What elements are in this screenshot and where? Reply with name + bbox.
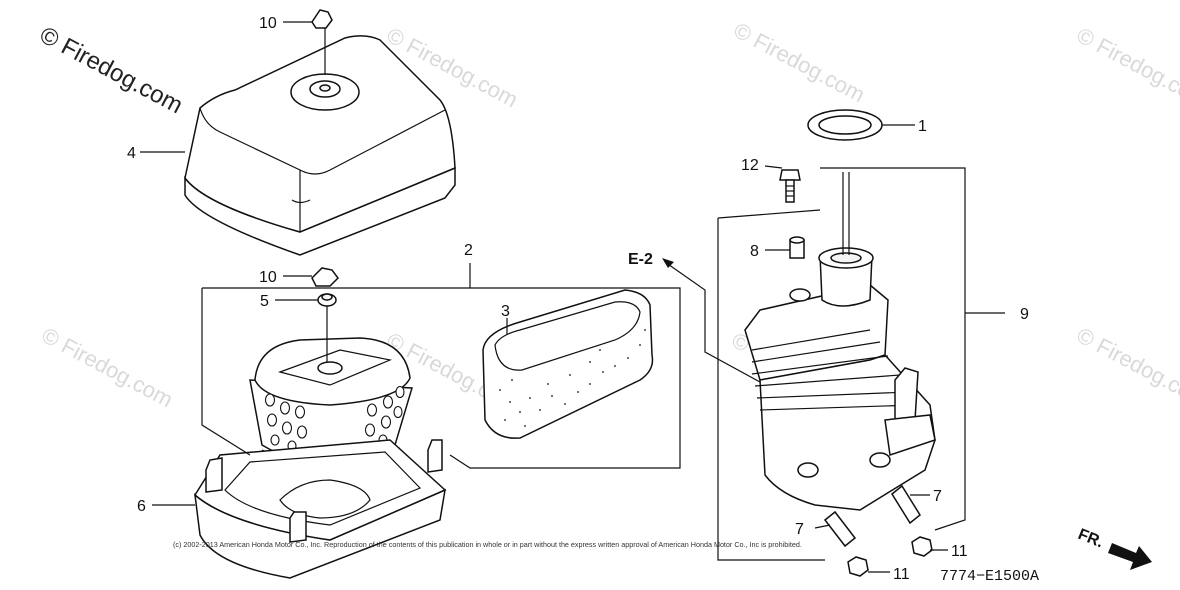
air-cleaner-base [194,439,447,579]
direction-arrow-icon [1108,543,1152,570]
callout-7-left: 7 [795,521,804,538]
intake-elbow [744,172,936,511]
front-direction-indicator: FR. [1076,526,1152,570]
hex-nut [847,536,933,577]
watermark-faint: © Firedog.com [38,322,177,412]
diagram-code: 7774−E1500A [940,568,1039,585]
copyright-notice: (c) 2002-2013 American Honda Motor Co., … [173,540,802,549]
callout-8: 8 [750,243,759,260]
callout-2: 2 [464,242,473,259]
wing-nut-top [311,9,333,75]
assembly-bracket-2 [201,263,681,469]
filter-element [249,337,413,467]
callout-10-top: 10 [259,15,277,32]
watermark-faint: © Firedog.com [1073,22,1180,112]
collar [789,236,805,259]
grommet [317,293,337,362]
callout-12: 12 [741,157,759,174]
callout-labels: 10 4 2 10 5 3 6 1 12 8 9 7 7 11 11 E-2 [127,15,1029,583]
breather-tube [823,484,921,548]
callout-4: 4 [127,145,136,162]
callout-11-right: 11 [951,543,968,560]
callout-1: 1 [918,118,927,135]
reference-label: E-2 [628,251,653,268]
wing-nut-lower [311,267,339,287]
callout-6: 6 [137,498,146,515]
air-cleaner-cover [184,35,456,256]
leader-lines [140,21,948,573]
flange-bolt [779,169,801,203]
front-label: FR. [1076,526,1106,551]
watermark-faint: © Firedog.com [730,17,869,107]
callout-3: 3 [501,303,510,320]
gasket [807,109,883,141]
watermark-faint: © Firedog.com [1073,322,1180,412]
callout-10-lower: 10 [259,269,277,286]
callout-9: 9 [1020,306,1029,323]
callout-11-left: 11 [893,566,910,583]
callout-5: 5 [260,293,269,310]
watermark-primary: © Firedog.com [35,21,187,119]
callout-7-right: 7 [933,488,942,505]
assembly-bracket-9 [717,167,1005,561]
